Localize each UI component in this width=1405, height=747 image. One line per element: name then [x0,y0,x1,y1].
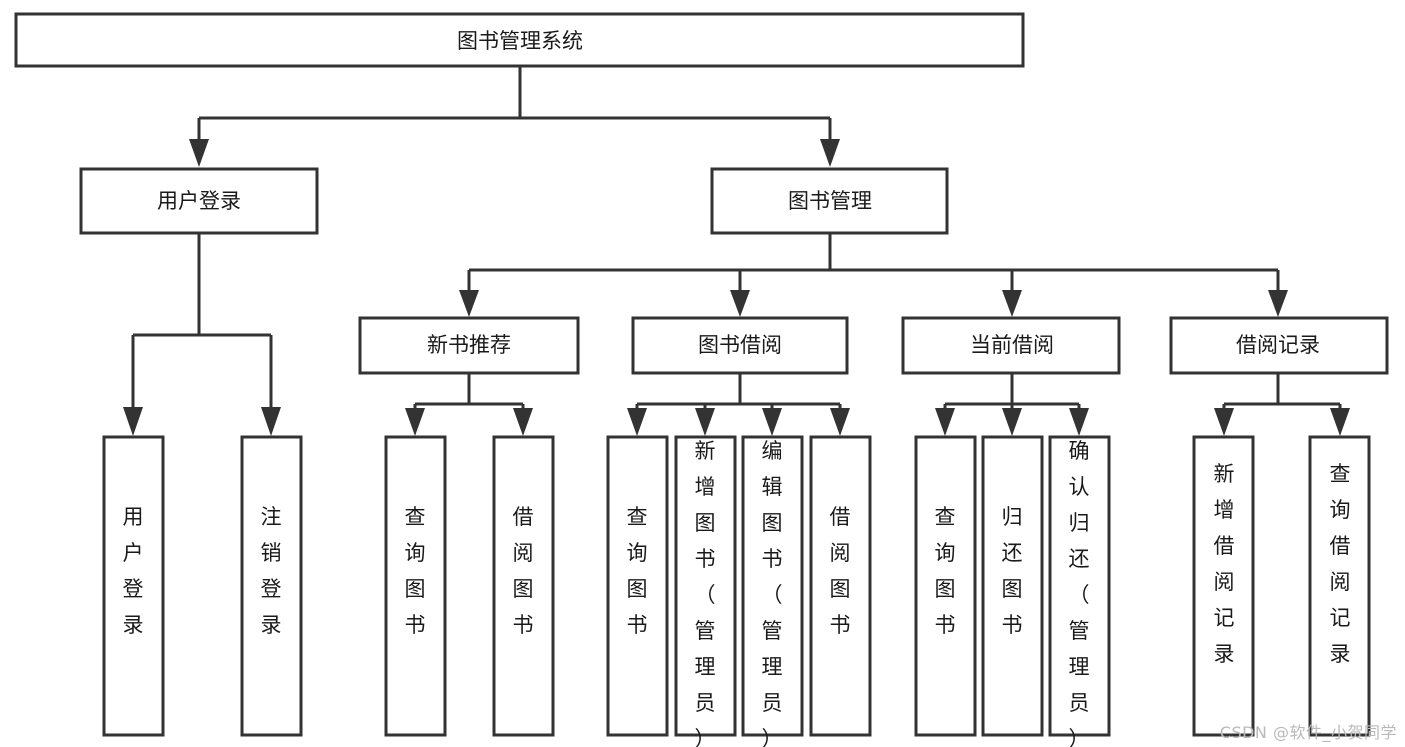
leaf-bookborrow-1-rect[interactable] [606,435,669,737]
leaf-newbook-2-label: 借阅图书 [513,505,534,637]
arrow-head-leaf-bookborrow-4 [830,408,850,436]
leaf-user-login-1-label: 用户登录 [123,505,144,637]
connector-group-userlogin [123,233,281,436]
node-root[interactable]: 图书管理系统 [14,12,1025,68]
arrow-head-leaf-currentborrow-2 [1002,408,1022,436]
node-book-management-label: 图书管理 [788,189,872,213]
arrow-head-borrowrecord [1268,290,1288,317]
leaf-node[interactable]: 新增借阅记录 [1192,435,1255,737]
node-book-borrow-label: 图书借阅 [698,333,782,357]
leaf-bookborrow-2-rect[interactable] [674,435,737,737]
node-borrow-record-label: 借阅记录 [1236,333,1320,357]
leaf-currentborrow-2-label: 归还图书 [1002,505,1023,637]
arrow-head-bookmgmt [820,139,840,167]
leaf-node[interactable]: 用户登录 [102,435,165,737]
leaf-newbook-1-rect[interactable] [384,435,447,737]
node-user-login-label: 用户登录 [157,189,241,213]
node-current-borrow[interactable]: 当前借阅 [901,316,1121,375]
leaf-user-login-1-rect[interactable] [102,435,165,737]
arrow-head-leaf-bookborrow-2 [695,408,715,436]
arrow-head-leaf-newbook-2 [513,408,533,436]
leaf-currentborrow-1-label: 查询图书 [935,505,956,637]
arrow-head-leaf-currentborrow-1 [935,408,955,436]
leaf-node[interactable]: 编辑图书（管理员） [741,435,804,747]
leaf-node[interactable]: 确认归还（管理员） [1048,435,1111,747]
leaf-node[interactable]: 查询借阅记录 [1308,435,1371,737]
leaf-currentborrow-2-rect[interactable] [981,435,1044,737]
arrow-head-leaf-user-login-2 [261,407,281,436]
arrow-head-newbook [459,290,479,317]
connector-group-bookborrow [627,373,850,436]
leaf-borrowrecord-1-rect[interactable] [1192,435,1255,737]
leaf-user-login-2-rect[interactable] [240,435,303,737]
arrow-head-leaf-borrowrecord-1 [1214,408,1234,436]
arrow-head-leaf-borrowrecord-2 [1330,408,1350,436]
arrow-head-bookborrow [730,290,750,317]
node-root-rect[interactable] [14,12,1025,68]
leaf-node[interactable]: 查询图书 [606,435,669,737]
arrow-head-userlogin [189,139,209,167]
arrow-head-leaf-user-login-1 [123,407,143,436]
node-new-book-recommend[interactable]: 新书推荐 [358,316,580,375]
leaf-user-login-2-label: 注销登录 [261,505,282,637]
node-new-book-recommend-rect[interactable] [358,316,580,375]
leaf-bookborrow-1-label: 查询图书 [627,505,648,637]
connector-group-borrowrecord [1214,373,1350,436]
leaf-node[interactable]: 借阅图书 [492,435,555,737]
node-book-management-rect[interactable] [710,167,949,235]
leaf-bookborrow-2-label: 新增图书（管理员） [695,439,716,747]
arrow-head-leaf-newbook-1 [405,408,425,436]
node-borrow-record[interactable]: 借阅记录 [1169,316,1389,375]
csdn-watermark: CSDN @软件_小贺同学 [1219,723,1397,742]
arrow-head-currentborrow [1002,290,1022,317]
leaf-node[interactable]: 注销登录 [240,435,303,737]
node-current-borrow-rect[interactable] [901,316,1121,375]
leaf-currentborrow-3-rect[interactable] [1048,435,1111,737]
leaf-node[interactable]: 查询图书 [384,435,447,737]
connector-group-newbook [405,373,533,436]
leaf-node[interactable]: 新增图书（管理员） [674,435,737,747]
leaf-bookborrow-4-label: 借阅图书 [830,505,851,637]
leaf-bookborrow-4-rect[interactable] [809,435,872,737]
leaf-borrowrecord-2-rect[interactable] [1308,435,1371,737]
leaf-borrowrecord-1-label: 新增借阅记录 [1214,462,1235,666]
leaf-newbook-1-label: 查询图书 [405,505,426,637]
leaf-node[interactable]: 归还图书 [981,435,1044,737]
node-user-login[interactable]: 用户登录 [79,167,319,235]
node-book-borrow-rect[interactable] [631,316,849,375]
connector-group-root [189,66,840,167]
node-root-label: 图书管理系统 [457,29,583,53]
node-borrow-record-rect[interactable] [1169,316,1389,375]
arrow-head-leaf-currentborrow-3 [1069,408,1089,436]
arrow-head-leaf-bookborrow-3 [762,408,782,436]
node-new-book-recommend-label: 新书推荐 [427,333,511,357]
leaf-node[interactable]: 借阅图书 [809,435,872,737]
connector-group-bookmgmt [459,233,1288,317]
leaf-currentborrow-1-rect[interactable] [914,435,977,737]
leaf-node[interactable]: 查询图书 [914,435,977,737]
node-book-management[interactable]: 图书管理 [710,167,949,235]
leaf-bookborrow-3-label: 编辑图书（管理员） [762,439,783,747]
node-user-login-rect[interactable] [79,167,319,235]
connector-group-currentborrow [935,373,1089,436]
arrow-head-leaf-bookborrow-1 [627,408,647,436]
leaf-bookborrow-3-rect[interactable] [741,435,804,737]
leaf-newbook-2-rect[interactable] [492,435,555,737]
leaf-borrowrecord-2-label: 查询借阅记录 [1330,462,1351,666]
leaf-currentborrow-3-label: 确认归还（管理员） [1069,439,1090,747]
node-current-borrow-label: 当前借阅 [970,333,1054,357]
node-book-borrow[interactable]: 图书借阅 [631,316,849,375]
